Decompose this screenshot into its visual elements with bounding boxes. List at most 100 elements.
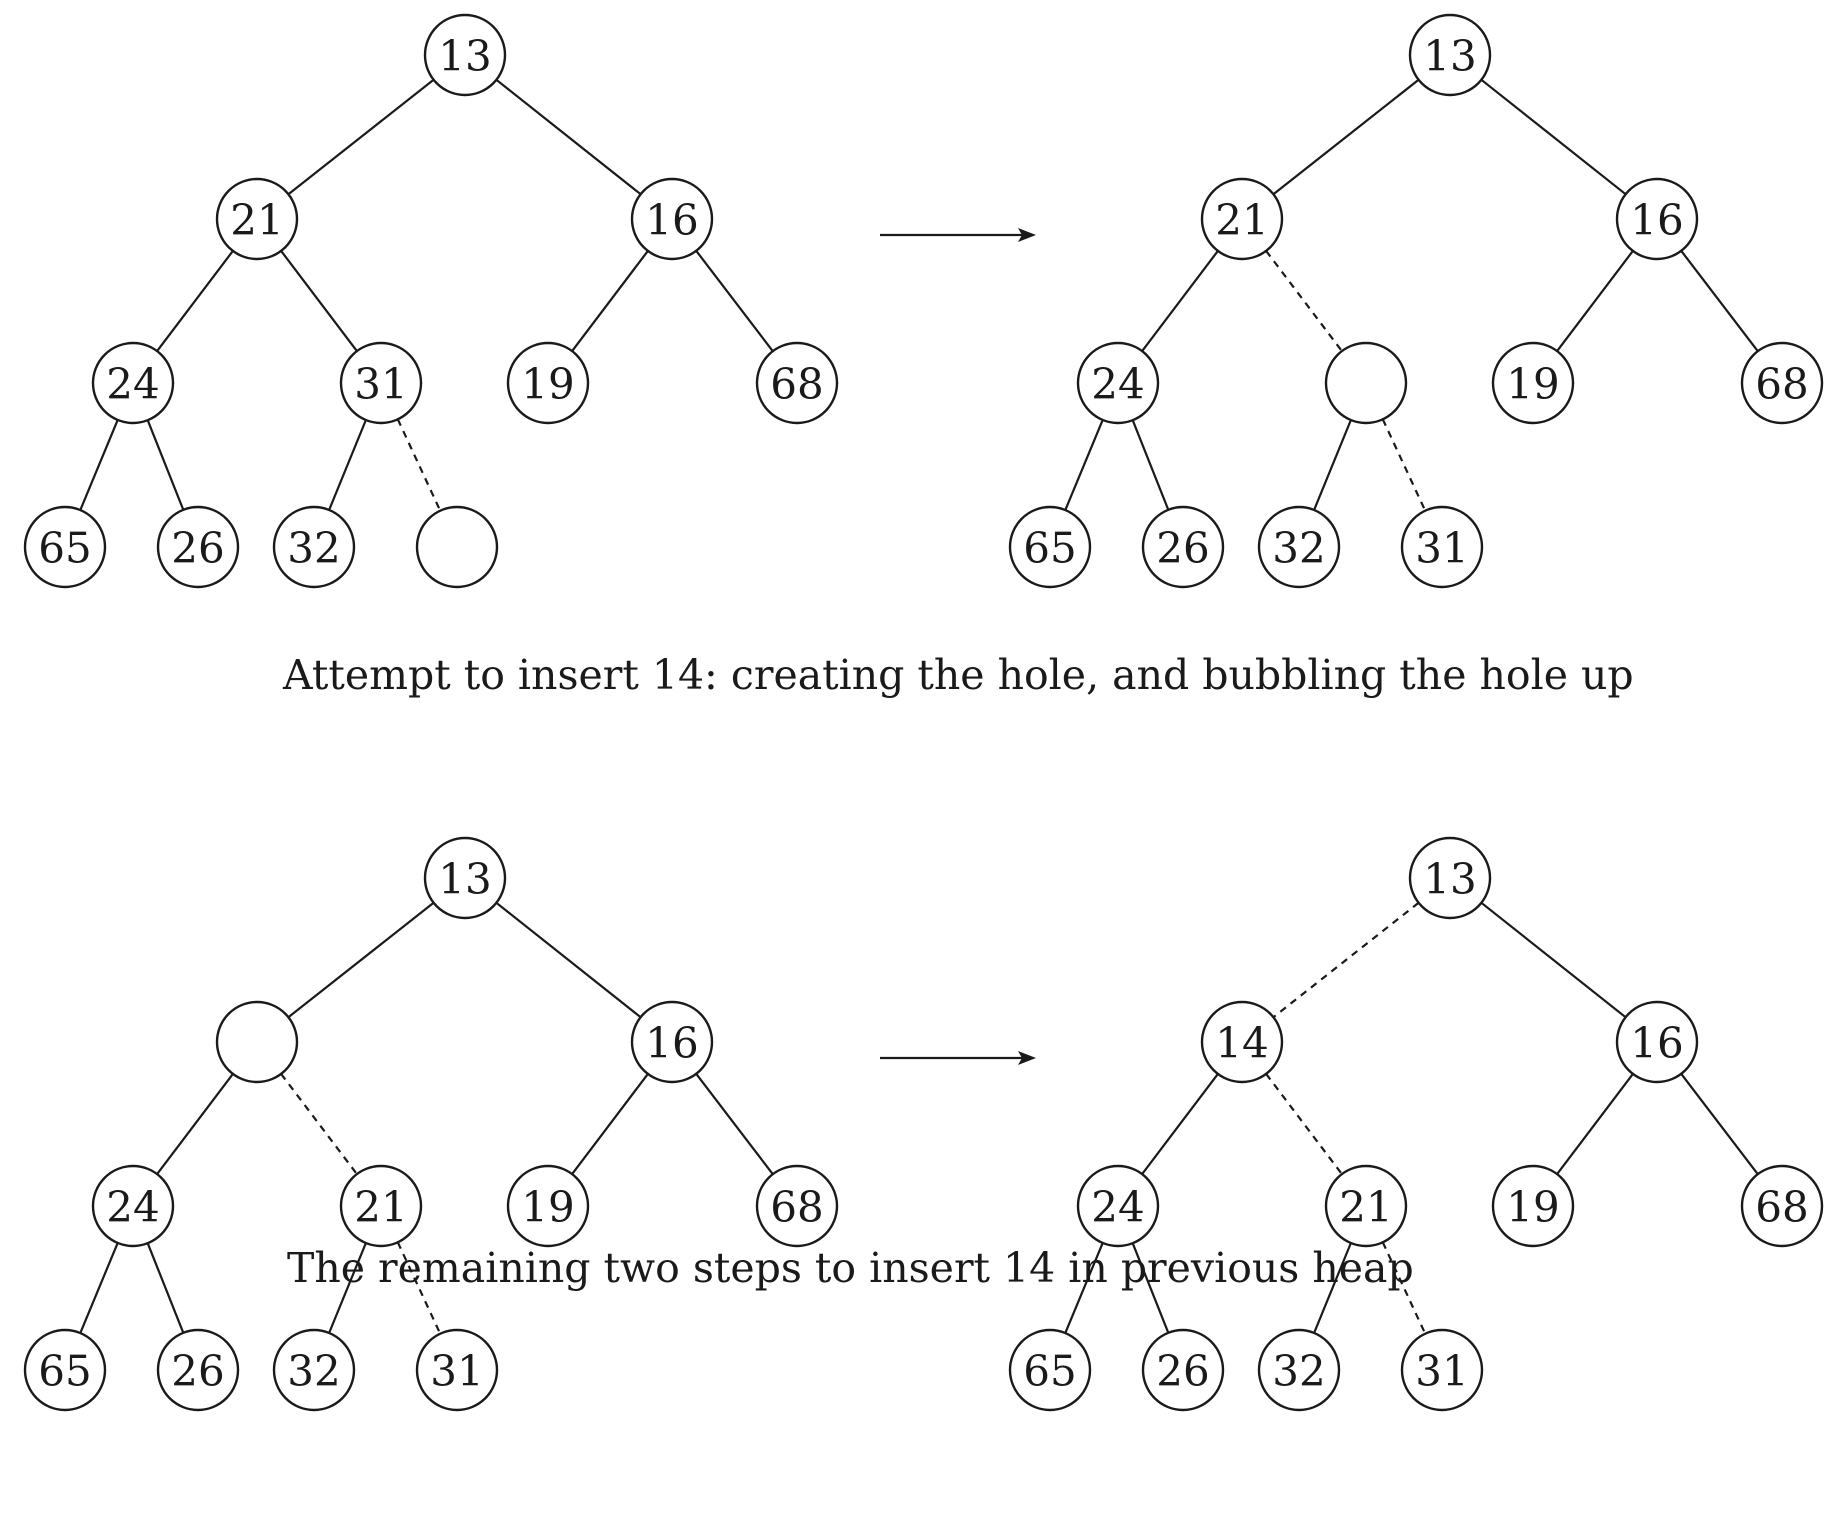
node-circle	[415, 505, 499, 589]
heap-node: 24	[91, 341, 175, 425]
node-circle	[91, 1164, 175, 1248]
node-value: 13	[438, 32, 491, 81]
tree-edge	[1141, 1073, 1219, 1175]
node-circle	[1408, 836, 1492, 920]
tree-edge	[396, 1241, 442, 1335]
tree-edge	[328, 419, 367, 511]
heap-node: 21	[215, 177, 299, 261]
node-value: 16	[645, 1019, 698, 1068]
node-value: 26	[1156, 524, 1209, 573]
node-value: 26	[171, 1347, 224, 1396]
node-value: 16	[645, 196, 698, 245]
heap-node: 68	[1740, 341, 1824, 425]
node-circle	[506, 1164, 590, 1248]
tree-edge	[1680, 1073, 1759, 1175]
node-value: 21	[230, 196, 283, 245]
node-circle	[1257, 1328, 1341, 1412]
node-circle	[1740, 1164, 1824, 1248]
tree-edge	[495, 901, 642, 1019]
node-value: 16	[1630, 196, 1683, 245]
node-circle	[215, 1000, 299, 1084]
node-circle	[1324, 341, 1408, 425]
tree-edge	[1131, 1242, 1170, 1334]
heap-node: 19	[1491, 341, 1575, 425]
node-value: 31	[430, 1347, 483, 1396]
node-value: 65	[38, 524, 91, 573]
heap-node: 21	[1200, 177, 1284, 261]
node-circle	[1076, 341, 1160, 425]
node-circle	[156, 1328, 240, 1412]
tree-edge	[280, 250, 358, 352]
heap-node: 13	[1408, 836, 1492, 920]
caption-top: Attempt to insert 14: creating the hole,…	[283, 651, 1634, 699]
node-value: 32	[1272, 524, 1325, 573]
heap-node: 26	[156, 1328, 240, 1412]
tree-edge	[495, 78, 642, 196]
node-circle	[1615, 1000, 1699, 1084]
heap-node: 19	[506, 341, 590, 425]
node-circle	[1615, 177, 1699, 261]
node-circle	[339, 1164, 423, 1248]
heap-node: 16	[630, 177, 714, 261]
tree-edge	[328, 1242, 367, 1334]
heap-node: 24	[1076, 341, 1160, 425]
node-value: 19	[1506, 360, 1559, 409]
heap-node: 24	[1076, 1164, 1160, 1248]
heap-node: 19	[506, 1164, 590, 1248]
tree-edge	[695, 250, 774, 352]
transition-arrow-top	[880, 228, 1036, 242]
heap-node: 13	[1408, 13, 1492, 97]
node-value: 68	[770, 1183, 823, 1232]
node-value: 24	[1091, 1183, 1144, 1232]
node-circle	[91, 341, 175, 425]
node-value: 21	[1215, 196, 1268, 245]
node-value: 31	[354, 360, 407, 409]
node-circle	[1008, 505, 1092, 589]
heap-node: 31	[1400, 1328, 1484, 1412]
node-value: 31	[1415, 1347, 1468, 1396]
tree-edge	[1313, 419, 1352, 511]
node-value: 19	[521, 1183, 574, 1232]
node-value: 16	[1630, 1019, 1683, 1068]
heap-node: 31	[415, 1328, 499, 1412]
node-circle	[23, 1328, 107, 1412]
heap-node: 32	[272, 1328, 356, 1412]
tree-edge	[287, 78, 435, 196]
tree-edge	[1064, 1242, 1104, 1334]
node-circle	[630, 1000, 714, 1084]
node-circle	[215, 177, 299, 261]
node-value: 13	[1423, 855, 1476, 904]
arrow-head-icon	[1018, 1051, 1036, 1065]
tree-edge	[1141, 250, 1219, 352]
node-value: 24	[106, 360, 159, 409]
heap-node: 68	[755, 1164, 839, 1248]
node-circle	[415, 1328, 499, 1412]
tree-edge	[156, 250, 234, 352]
node-circle	[1257, 505, 1341, 589]
node-circle	[1324, 1164, 1408, 1248]
node-circle	[272, 505, 356, 589]
tree-edge	[1680, 250, 1759, 352]
node-circle	[755, 1164, 839, 1248]
node-value: 24	[1091, 360, 1144, 409]
node-value: 65	[38, 1347, 91, 1396]
tree-edge	[280, 1073, 358, 1175]
node-value: 21	[354, 1183, 407, 1232]
tree-edge	[287, 901, 435, 1019]
node-circle	[1491, 341, 1575, 425]
node-circle	[1400, 505, 1484, 589]
node-circle	[23, 505, 107, 589]
node-value: 68	[1755, 360, 1808, 409]
node-circle	[423, 13, 507, 97]
tree-edge	[396, 418, 442, 512]
node-circle	[755, 341, 839, 425]
heap-node: 32	[1257, 1328, 1341, 1412]
heap-node: 16	[1615, 177, 1699, 261]
heap-node: 65	[23, 505, 107, 589]
node-value: 26	[171, 524, 224, 573]
tree-edge	[156, 1073, 234, 1175]
node-value: 32	[287, 1347, 340, 1396]
